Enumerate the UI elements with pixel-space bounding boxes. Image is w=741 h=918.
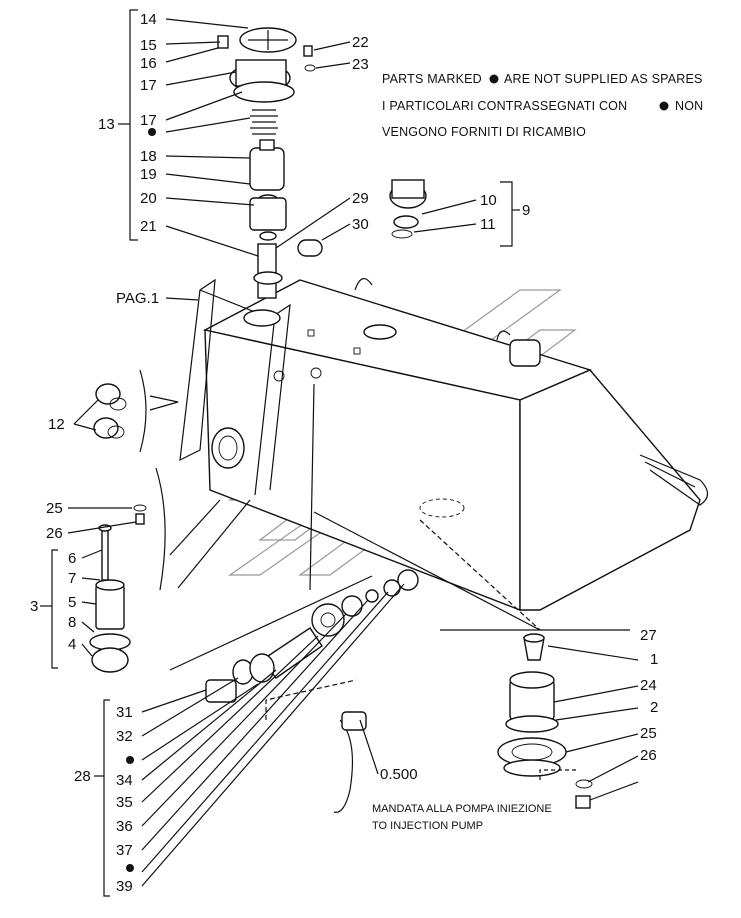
label-25-left: 25: [46, 500, 63, 517]
label-1: 1: [650, 651, 658, 668]
label-39: 39: [116, 878, 133, 895]
label-9: 9: [522, 202, 530, 219]
label-17a: 17: [140, 77, 157, 94]
bullet-dot-icon: [489, 74, 499, 84]
page-ref: PAG.1: [116, 290, 159, 307]
label-37: 37: [116, 842, 133, 859]
label-8: 8: [68, 614, 76, 631]
label-36: 36: [116, 818, 133, 835]
filler-assembly: [217, 27, 323, 299]
label-22: 22: [352, 34, 369, 51]
label-21: 21: [140, 218, 157, 235]
leader-lines: [40, 9, 639, 897]
label-17b: 17: [140, 112, 157, 129]
label-3: 3: [30, 598, 38, 615]
bullet-dot-icon: [659, 101, 669, 111]
label-23: 23: [352, 56, 369, 73]
drain-tap-group: [89, 504, 147, 673]
fittings-12: [93, 369, 179, 453]
label-31: 31: [116, 704, 133, 721]
note-line2b: NON: [675, 99, 703, 113]
cap-group: [389, 179, 427, 239]
label-7: 7: [68, 570, 76, 587]
outlet-group: [205, 569, 419, 813]
outlet-note-en: TO INJECTION PUMP: [372, 820, 483, 832]
label-32: 32: [116, 728, 133, 745]
outlet-ref: 0.500: [380, 766, 418, 783]
label-5: 5: [68, 594, 76, 611]
label-20: 20: [140, 190, 157, 207]
label-2: 2: [650, 699, 658, 716]
label-11: 11: [480, 216, 496, 233]
label-6: 6: [68, 550, 76, 567]
label-26-left: 26: [46, 525, 63, 542]
label-14: 14: [140, 11, 157, 28]
bullet-dot-icon: [126, 864, 134, 872]
label-26-right: 26: [640, 747, 657, 764]
label-18: 18: [140, 148, 157, 165]
bullet-dot-icon: [126, 756, 134, 764]
label-13: 13: [98, 116, 115, 133]
label-27: 27: [640, 627, 657, 644]
note-line1b: ARE NOT SUPPLIED AS SPARES: [504, 72, 703, 86]
outlet-note-it: MANDATA ALLA POMPA INIEZIONE: [372, 803, 552, 815]
fuel-tank: [179, 278, 709, 612]
label-34: 34: [116, 772, 133, 789]
label-4: 4: [68, 636, 76, 653]
sender-group: [497, 633, 593, 809]
label-12: 12: [48, 416, 65, 433]
bullet-dot-icon: [148, 128, 156, 136]
label-28: 28: [74, 768, 91, 785]
label-16: 16: [140, 55, 157, 72]
label-24: 24: [640, 677, 657, 694]
label-30: 30: [352, 216, 369, 233]
label-10: 10: [480, 192, 497, 209]
label-15: 15: [140, 37, 157, 54]
note-line2a: I PARTICOLARI CONTRASSEGNATI CON: [382, 99, 627, 113]
label-25-right: 25: [640, 725, 657, 742]
label-35: 35: [116, 794, 133, 811]
callout-labels: 14 15 16 17 17 18 19 20 21 13 22 23 29 3…: [30, 11, 658, 895]
notes-block: PARTS MARKED ARE NOT SUPPLIED AS SPARES …: [382, 72, 703, 139]
note-line1a: PARTS MARKED: [382, 72, 482, 86]
label-19: 19: [140, 166, 157, 183]
note-line3: VENGONO FORNITI DI RICAMBIO: [382, 125, 586, 139]
label-29: 29: [352, 190, 369, 207]
